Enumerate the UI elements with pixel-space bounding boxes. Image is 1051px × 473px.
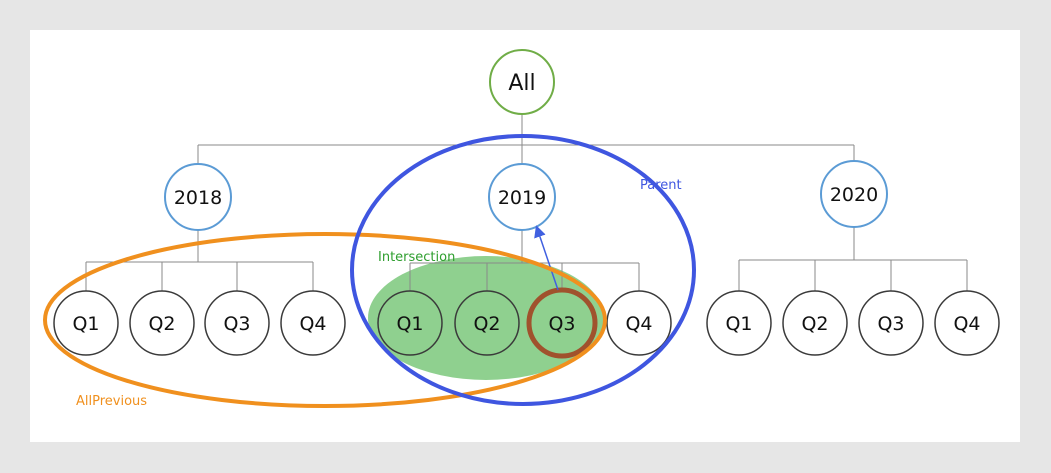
- year-circle: [820, 160, 888, 228]
- intersection-annotation-label: Intersection: [378, 250, 455, 265]
- year-node-2020: 2020: [820, 160, 888, 228]
- quarter-label: Q2: [801, 313, 828, 335]
- quarter-circle: [204, 290, 270, 356]
- quarter-label: Q1: [725, 313, 752, 335]
- quarter-label: Q3: [548, 313, 575, 335]
- year-nodes: 2018 2019 2020: [164, 160, 888, 231]
- quarter-node-2018-Q4: Q4: [280, 290, 346, 356]
- parent-arrow: [534, 225, 559, 291]
- quarter-circle: [858, 290, 924, 356]
- parent-annotation-label: Parent: [640, 178, 682, 193]
- quarter-circle: [129, 290, 195, 356]
- quarter-node-2019-Q4: Q4: [606, 290, 672, 356]
- quarter-circle: [606, 290, 672, 356]
- root-node-all: All: [489, 49, 555, 115]
- year-node-2018: 2018: [164, 163, 232, 231]
- tree-connectors: [85, 114, 968, 291]
- quarter-label: Q1: [72, 313, 99, 335]
- quarter-node-2018-Q2: Q2: [129, 290, 195, 356]
- quarter-label: Q4: [625, 313, 652, 335]
- quarter-label: Q2: [473, 313, 500, 335]
- year-circle: [488, 163, 556, 231]
- quarter-label: Q4: [299, 313, 326, 335]
- quarter-circle: [280, 290, 346, 356]
- quarter-node-2020-Q3: Q3: [858, 290, 924, 356]
- quarter-label: Q2: [148, 313, 175, 335]
- quarter-node-2018-Q1: Q1: [53, 290, 119, 356]
- current-quarter-highlight: [526, 287, 598, 359]
- quarter-node-2020-Q4: Q4: [934, 290, 1000, 356]
- year-label: 2019: [498, 187, 546, 209]
- allprevious-annotation-label: AllPrevious: [76, 394, 147, 409]
- year-node-2019: 2019: [488, 163, 556, 231]
- parent-ellipse: [350, 134, 696, 406]
- quarter-label: Q4: [953, 313, 980, 335]
- quarter-circle: [934, 290, 1000, 356]
- quarter-node-2019-Q2: Q2: [454, 290, 520, 356]
- allprevious-ellipse: [43, 232, 607, 408]
- quarter-circle: [53, 290, 119, 356]
- year-label: 2020: [830, 184, 878, 206]
- year-label: 2018: [174, 187, 222, 209]
- quarter-label: Q3: [223, 313, 250, 335]
- quarter-circle: [706, 290, 772, 356]
- root-label: All: [508, 71, 535, 96]
- quarter-node-2019-Q1: Q1: [377, 290, 443, 356]
- quarter-circle: [377, 290, 443, 356]
- year-circle: [164, 163, 232, 231]
- quarter-label: Q1: [396, 313, 423, 335]
- quarter-node-2020-Q1: Q1: [706, 290, 772, 356]
- quarter-circle: [454, 290, 520, 356]
- quarter-nodes: Q1 Q2 Q3 Q4 Q1 Q2 Q3 Q4 Q1 Q2 Q3 Q4: [53, 290, 1000, 356]
- quarter-node-2020-Q2: Q2: [782, 290, 848, 356]
- quarter-node-2018-Q3: Q3: [204, 290, 270, 356]
- quarter-label: Q3: [877, 313, 904, 335]
- quarter-circle: [782, 290, 848, 356]
